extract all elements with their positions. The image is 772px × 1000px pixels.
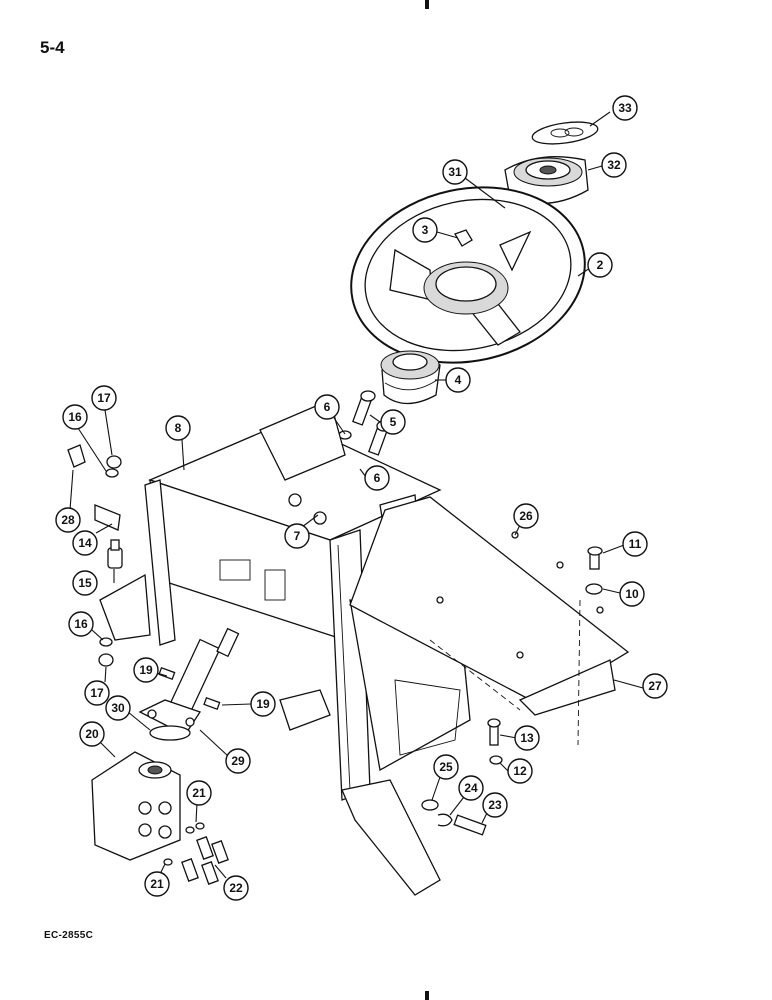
svg-text:32: 32	[607, 158, 621, 172]
svg-text:31: 31	[448, 165, 462, 179]
callout-16-upper: 16	[62, 404, 88, 430]
callout-26: 26	[513, 503, 539, 529]
drawing-code: EC-2855C	[44, 930, 94, 941]
callout-3: 3	[412, 217, 438, 243]
callout-2: 2	[587, 252, 613, 278]
callout-6-upper: 6	[314, 394, 340, 420]
steering-column	[138, 627, 240, 741]
svg-text:16: 16	[74, 617, 88, 631]
svg-text:19: 19	[256, 697, 270, 711]
callout-21-upper: 21	[186, 780, 212, 806]
svg-text:5: 5	[390, 415, 397, 429]
callout-13: 13	[514, 725, 540, 751]
svg-text:22: 22	[229, 881, 243, 895]
svg-text:19: 19	[139, 663, 153, 677]
callout-19-left: 19	[133, 657, 159, 683]
callout-8: 8	[165, 415, 191, 441]
callout-21-lower: 21	[144, 871, 170, 897]
svg-text:33: 33	[618, 101, 632, 115]
callout-16-lower: 16	[68, 611, 94, 637]
svg-text:30: 30	[111, 701, 125, 715]
callout-11: 11	[622, 531, 648, 557]
callout-27: 27	[642, 673, 668, 699]
svg-text:17: 17	[97, 391, 111, 405]
bottom-registration-mark	[425, 991, 429, 1000]
svg-text:7: 7	[294, 529, 301, 543]
wheel-clip	[454, 229, 473, 247]
svg-text:23: 23	[488, 798, 502, 812]
svg-text:27: 27	[648, 679, 662, 693]
callout-25: 25	[433, 754, 459, 780]
svg-text:29: 29	[231, 754, 245, 768]
page-number: 5-4	[40, 38, 65, 57]
panel-hardware	[421, 546, 603, 836]
svg-text:26: 26	[519, 509, 533, 523]
svg-text:4: 4	[455, 373, 462, 387]
floor-mat	[429, 599, 616, 746]
callout-12: 12	[507, 758, 533, 784]
leader-lines	[69, 111, 644, 879]
top-registration-mark	[425, 0, 429, 9]
svg-text:14: 14	[78, 536, 92, 550]
callout-17-lower: 17	[84, 680, 110, 706]
callout-15: 15	[72, 570, 98, 596]
svg-text:25: 25	[439, 760, 453, 774]
callout-14: 14	[72, 530, 98, 556]
svg-text:20: 20	[85, 727, 99, 741]
callout-33: 33	[612, 95, 638, 121]
callout-5: 5	[380, 409, 406, 435]
callout-4: 4	[445, 367, 471, 393]
callout-10: 10	[619, 581, 645, 607]
callout-30: 30	[105, 695, 131, 721]
callout-32: 32	[601, 152, 627, 178]
svg-text:13: 13	[520, 731, 534, 745]
svg-text:12: 12	[513, 764, 527, 778]
svg-text:3: 3	[422, 223, 429, 237]
steering-hub-cover	[504, 156, 589, 205]
svg-text:6: 6	[324, 400, 331, 414]
callout-29: 29	[225, 748, 251, 774]
callout-20: 20	[79, 721, 105, 747]
svg-text:10: 10	[625, 587, 639, 601]
svg-text:2: 2	[597, 258, 604, 272]
callout-7: 7	[284, 523, 310, 549]
horn-cap	[531, 121, 599, 145]
callout-19-right: 19	[250, 691, 276, 717]
hydraulic-fittings	[163, 822, 229, 885]
callout-24: 24	[458, 775, 484, 801]
callout-6-lower: 6	[364, 465, 390, 491]
svg-text:6: 6	[374, 471, 381, 485]
callout-23: 23	[482, 792, 508, 818]
svg-text:8: 8	[175, 421, 182, 435]
svg-text:17: 17	[90, 686, 104, 700]
svg-text:24: 24	[464, 781, 478, 795]
callout-28: 28	[55, 507, 81, 533]
side-bracket	[67, 444, 151, 641]
column-bearing-housing	[380, 350, 441, 405]
svg-text:21: 21	[192, 786, 206, 800]
svg-text:28: 28	[61, 513, 75, 527]
steering-support-frame	[144, 399, 471, 896]
steering-control-unit	[91, 751, 181, 861]
callout-31: 31	[442, 159, 468, 185]
svg-text:15: 15	[78, 576, 92, 590]
callout-17-upper: 17	[91, 385, 117, 411]
svg-text:21: 21	[150, 877, 164, 891]
callout-22: 22	[223, 875, 249, 901]
svg-text:16: 16	[68, 410, 82, 424]
svg-text:11: 11	[629, 537, 642, 551]
